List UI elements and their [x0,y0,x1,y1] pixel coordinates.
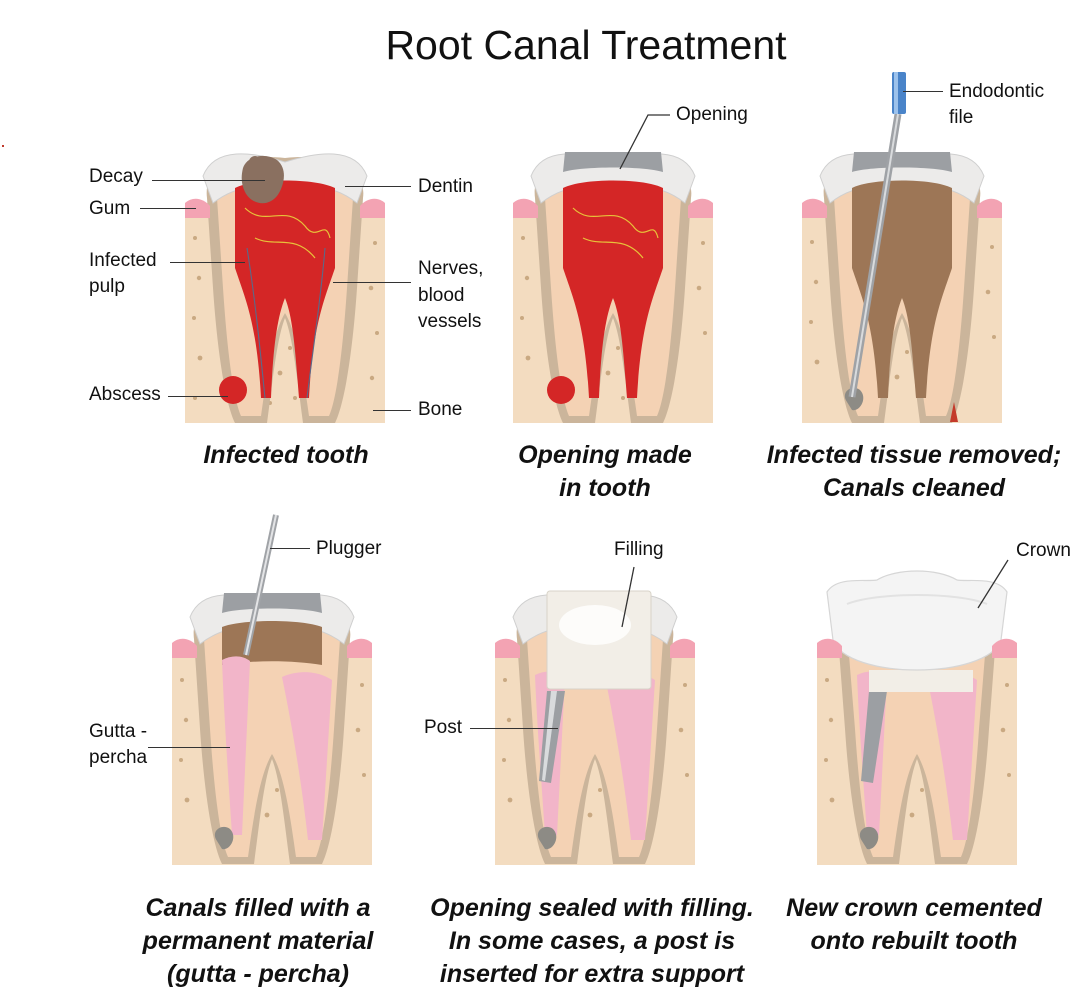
leader-post [470,728,558,729]
label-abscess: Abscess [89,384,161,405]
label-post: Post [424,717,463,738]
caption-opening-made: Opening made in tooth [485,439,725,505]
label-infected-pulp-line1: Infected [89,250,157,271]
caption-line: in tooth [559,474,651,502]
leader-gum [140,208,196,209]
label-plugger: Plugger [316,538,382,559]
caption-line: Canals cleaned [822,474,1006,502]
leader-bone [373,410,411,411]
caption-line: Infected tissue removed; [766,441,1062,469]
label-nerves-line2: blood [418,285,465,306]
caption-line: Infected tooth [203,441,369,469]
caption-new-crown: New crown cemented onto rebuilt tooth [780,892,1048,958]
leader-infected-pulp [170,262,245,263]
opening-sealed-illustration [495,590,695,865]
stray-dot [2,145,4,147]
caption-line: onto rebuilt tooth [810,927,1018,955]
leader-nerves [333,282,411,283]
label-opening: Opening [676,104,748,125]
leader-plugger [270,548,310,549]
caption-line: permanent material [142,927,374,955]
caption-line: New crown cemented [786,894,1042,922]
caption-line: Opening sealed with filling. [430,894,754,922]
label-infected-pulp-line2: pulp [89,276,125,297]
label-bone: Bone [418,399,463,420]
caption-canals-cleaned: Infected tissue removed; Canals cleaned [752,439,1076,505]
canals-cleaned-illustration [802,72,1002,423]
label-dentin: Dentin [418,176,473,197]
caption-canals-filled: Canals filled with a permanent material … [127,892,389,991]
leader-abscess [168,396,228,397]
caption-line: Canals filled with a [145,894,371,922]
label-nerves-line3: vessels [418,311,482,332]
label-endodontic-file-line2: file [949,107,974,128]
leader-gutta-percha [148,747,230,748]
caption-line: In some cases, a post is [448,927,736,955]
label-gutta-percha-line1: Gutta - [89,721,148,742]
label-gum: Gum [89,198,131,219]
infected-tooth-illustration [185,153,385,423]
leader-decay [152,180,265,181]
page-title: Root Canal Treatment [385,22,787,68]
opening-made-illustration [513,152,713,423]
leader-endodontic-file [903,91,943,92]
leader-dentin [345,186,411,187]
label-decay: Decay [89,166,143,187]
label-filling: Filling [614,539,664,560]
leader-crown [977,559,1009,609]
canals-filled-illustration [172,514,372,865]
caption-line: inserted for extra support [439,960,745,988]
label-gutta-percha-line2: percha [89,747,148,768]
caption-line: (gutta - percha) [167,960,349,988]
caption-infected-tooth: Infected tooth [186,439,386,472]
label-nerves-line1: Nerves, [418,258,484,279]
caption-line: Opening made [518,441,692,469]
leader-opening [619,114,670,170]
leader-filling [621,566,635,628]
label-crown: Crown [1016,540,1071,561]
caption-opening-sealed: Opening sealed with filling. In some cas… [425,892,759,991]
new-crown-illustration [817,570,1017,865]
label-endodontic-file-line1: Endodontic [949,81,1045,102]
